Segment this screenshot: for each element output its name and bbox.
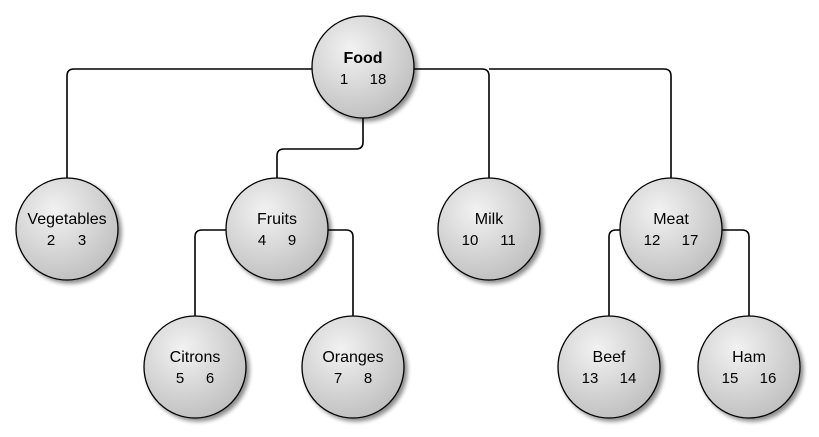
node-right-value: 11 bbox=[500, 232, 516, 249]
node-label: Beef bbox=[593, 349, 626, 366]
edge-meat-ham bbox=[722, 229, 750, 318]
edge-layer bbox=[66, 68, 750, 318]
node-meat: Meat 12 17 bbox=[619, 177, 723, 281]
node-left-value: 1 bbox=[340, 71, 348, 88]
node-fruits: Fruits 4 9 bbox=[225, 177, 329, 281]
node-milk: Milk 10 11 bbox=[437, 177, 541, 281]
node-right-value: 9 bbox=[288, 232, 296, 249]
node-label: Ham bbox=[732, 349, 766, 366]
node-food: Food 1 18 bbox=[311, 15, 415, 119]
node-left-value: 7 bbox=[334, 370, 342, 387]
node-right-value: 17 bbox=[682, 232, 699, 249]
edge-fruits-oranges bbox=[328, 229, 354, 318]
edge-food-meat bbox=[489, 68, 672, 178]
node-label: Milk bbox=[475, 211, 504, 228]
node-right-value: 16 bbox=[760, 370, 777, 387]
node-label: Vegetables bbox=[27, 211, 106, 228]
node-right-value: 18 bbox=[370, 71, 387, 88]
node-left-value: 15 bbox=[722, 370, 739, 387]
edge-food-milk bbox=[414, 68, 490, 178]
node-beef: Beef 13 14 bbox=[557, 315, 661, 419]
node-left-value: 4 bbox=[258, 232, 266, 249]
node-left-value: 5 bbox=[176, 370, 184, 387]
node-right-value: 3 bbox=[78, 232, 86, 249]
node-label: Oranges bbox=[322, 349, 383, 366]
node-left-value: 2 bbox=[47, 232, 55, 249]
node-label: Food bbox=[343, 50, 382, 67]
edge-food-fruits bbox=[276, 118, 364, 178]
edge-meat-beef bbox=[608, 229, 620, 318]
node-left-value: 10 bbox=[462, 232, 479, 249]
node-vegetables: Vegetables 2 3 bbox=[15, 177, 119, 281]
node-ham: Ham 15 16 bbox=[697, 315, 801, 419]
edge-food-vegetables bbox=[66, 68, 312, 178]
node-right-value: 6 bbox=[206, 370, 214, 387]
edge-fruits-citrons bbox=[194, 229, 226, 318]
node-left-value: 13 bbox=[582, 370, 599, 387]
node-right-value: 14 bbox=[620, 370, 637, 387]
node-right-value: 8 bbox=[364, 370, 372, 387]
node-label: Meat bbox=[653, 211, 689, 228]
node-layer: Food 1 18 Vegetables 2 3 Fruits 4 9 Milk… bbox=[15, 15, 801, 419]
node-left-value: 12 bbox=[644, 232, 661, 249]
node-oranges: Oranges 7 8 bbox=[301, 315, 405, 419]
node-label: Citrons bbox=[170, 349, 221, 366]
node-label: Fruits bbox=[257, 211, 297, 228]
node-citrons: Citrons 5 6 bbox=[143, 315, 247, 419]
